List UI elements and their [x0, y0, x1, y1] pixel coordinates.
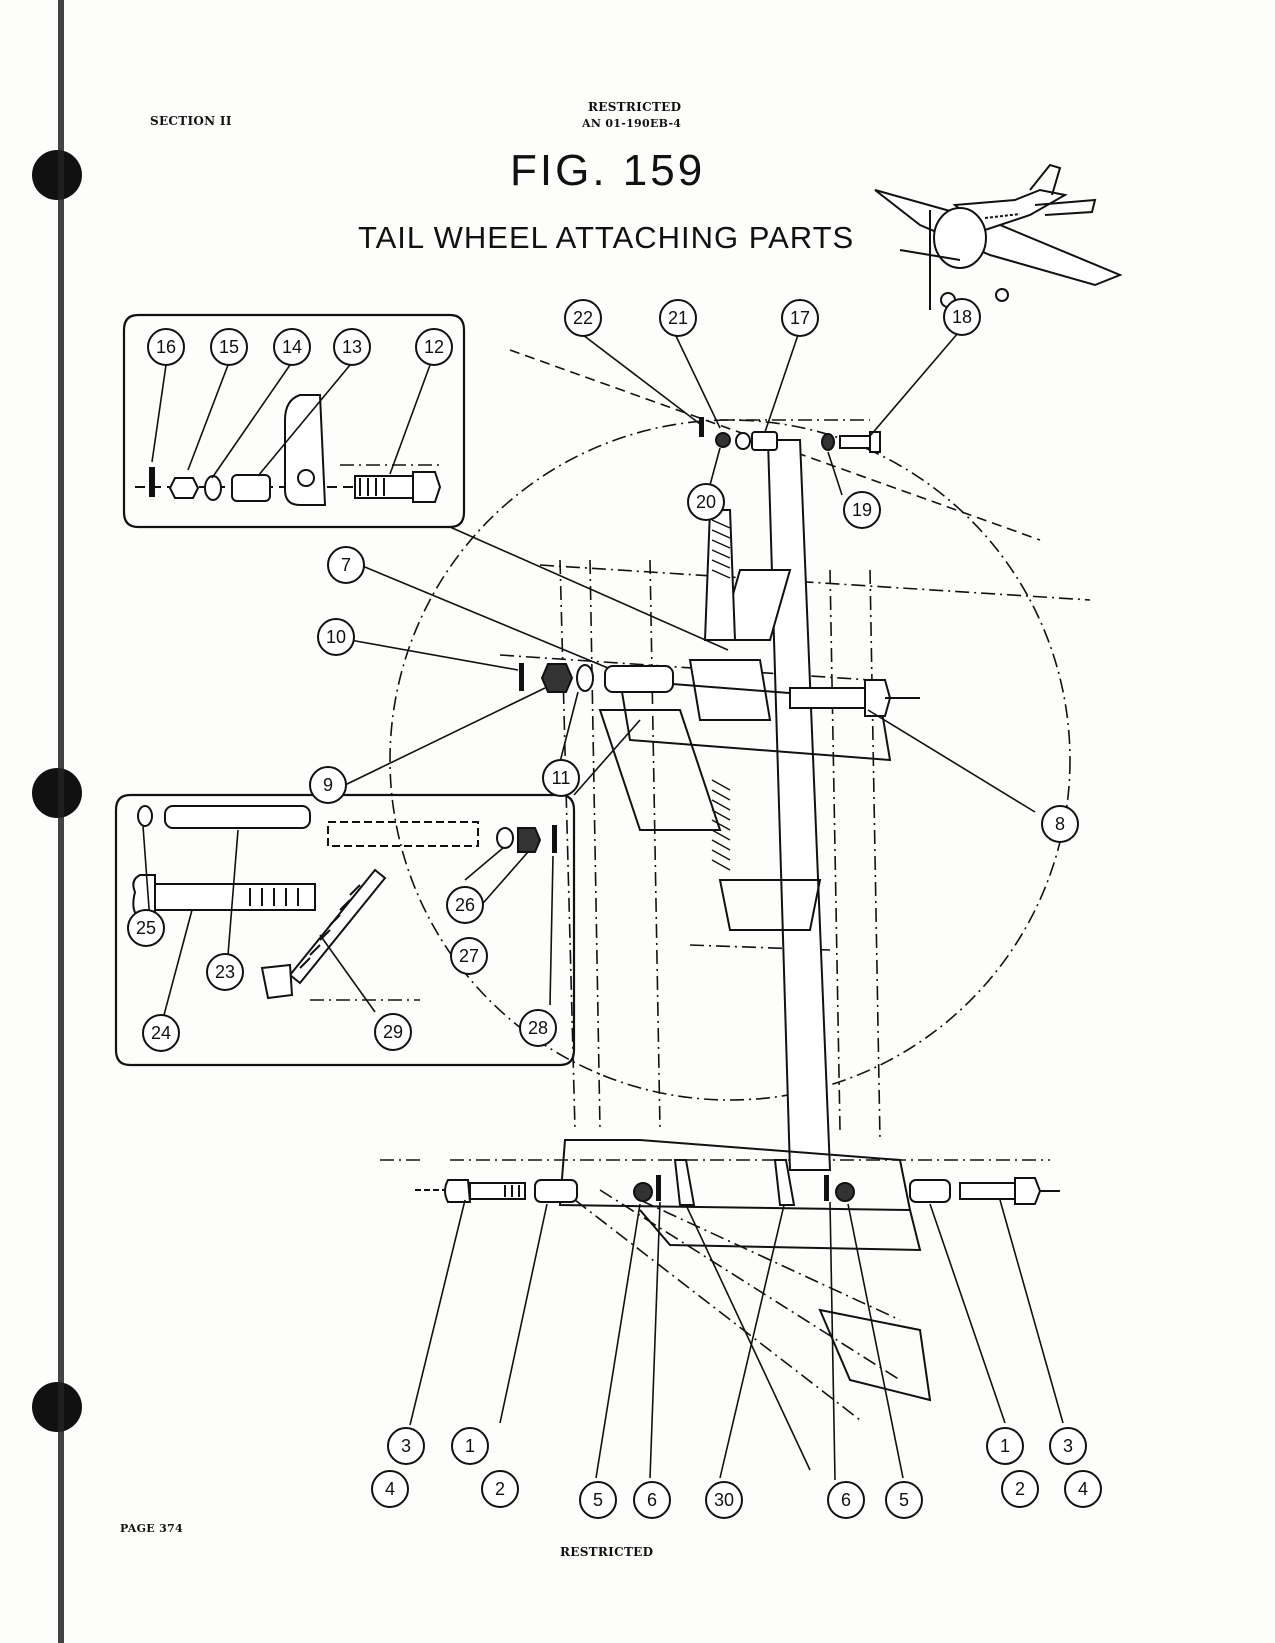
- inset-box-lower: [114, 793, 576, 1067]
- callout-6-right: 6: [841, 1490, 851, 1510]
- callout-circles: [127, 298, 1102, 1519]
- callout-3: 3: [401, 1436, 411, 1456]
- callout-23: 23: [215, 962, 235, 982]
- callout-16: 16: [156, 337, 176, 357]
- callout-circle: [451, 1427, 489, 1465]
- classification-header: RESTRICTED: [588, 100, 682, 114]
- aircraft-icon: [874, 163, 1123, 310]
- callout-7: 7: [341, 555, 351, 575]
- callout-28: 28: [528, 1018, 548, 1038]
- callout-20: 20: [696, 492, 716, 512]
- tail-wheel-outline: [389, 419, 1071, 1101]
- callout-30: 30: [714, 1490, 734, 1510]
- callout-5: 5: [593, 1490, 603, 1510]
- upper-inset-parts: [135, 394, 442, 506]
- document-number: AN 01-190EB-4: [582, 117, 682, 130]
- bottom-bolts: [415, 1159, 1060, 1206]
- leader-lines: [142, 332, 1064, 1481]
- binding-hole: [32, 768, 82, 818]
- lower-inset-parts: [132, 805, 557, 1000]
- callout-labels: 1 2 3 4 5 6 7 8 9 10 11 12 13 14 15 16 1…: [136, 307, 1088, 1510]
- callout-26: 26: [455, 895, 475, 915]
- callout-21: 21: [668, 308, 688, 328]
- callout-14: 14: [282, 337, 302, 357]
- callout-11: 11: [552, 768, 571, 788]
- callout-10: 10: [326, 627, 346, 647]
- callout-17: 17: [790, 308, 810, 328]
- callout-1: 1: [465, 1436, 475, 1456]
- fork-outline: [539, 564, 1091, 601]
- callout-9: 9: [323, 775, 333, 795]
- binding-hole: [32, 150, 82, 200]
- callout-18: 18: [952, 307, 972, 327]
- page-number: PAGE 374: [120, 1522, 183, 1535]
- callout-2-right: 2: [1015, 1479, 1025, 1499]
- callout-25: 25: [136, 918, 156, 938]
- callout-27: 27: [459, 946, 479, 966]
- callout-6: 6: [647, 1490, 657, 1510]
- callout-19: 19: [852, 500, 872, 520]
- callout-8: 8: [1055, 814, 1065, 834]
- binding-hole: [32, 1382, 82, 1432]
- callout-1-right: 1: [1000, 1436, 1010, 1456]
- axle-parts: [519, 663, 920, 717]
- section-label: SECTION II: [150, 114, 232, 128]
- callout-13: 13: [342, 337, 362, 357]
- callout-15: 15: [219, 337, 239, 357]
- callout-24: 24: [151, 1023, 171, 1043]
- callout-4-right: 4: [1078, 1479, 1088, 1499]
- classification-footer: RESTRICTED: [560, 1545, 654, 1559]
- callout-2: 2: [495, 1479, 505, 1499]
- figure-title: TAIL WHEEL ATTACHING PARTS: [358, 220, 855, 255]
- figure-number: FIG. 159: [510, 146, 706, 195]
- callout-22: 22: [573, 308, 593, 328]
- pivot-parts: [699, 417, 881, 453]
- tail-wheel-strut: [766, 439, 832, 1171]
- callout-3-right: 3: [1063, 1436, 1073, 1456]
- callout-29: 29: [383, 1022, 403, 1042]
- callout-5-right: 5: [899, 1490, 909, 1510]
- callout-4: 4: [385, 1479, 395, 1499]
- callout-12: 12: [424, 337, 444, 357]
